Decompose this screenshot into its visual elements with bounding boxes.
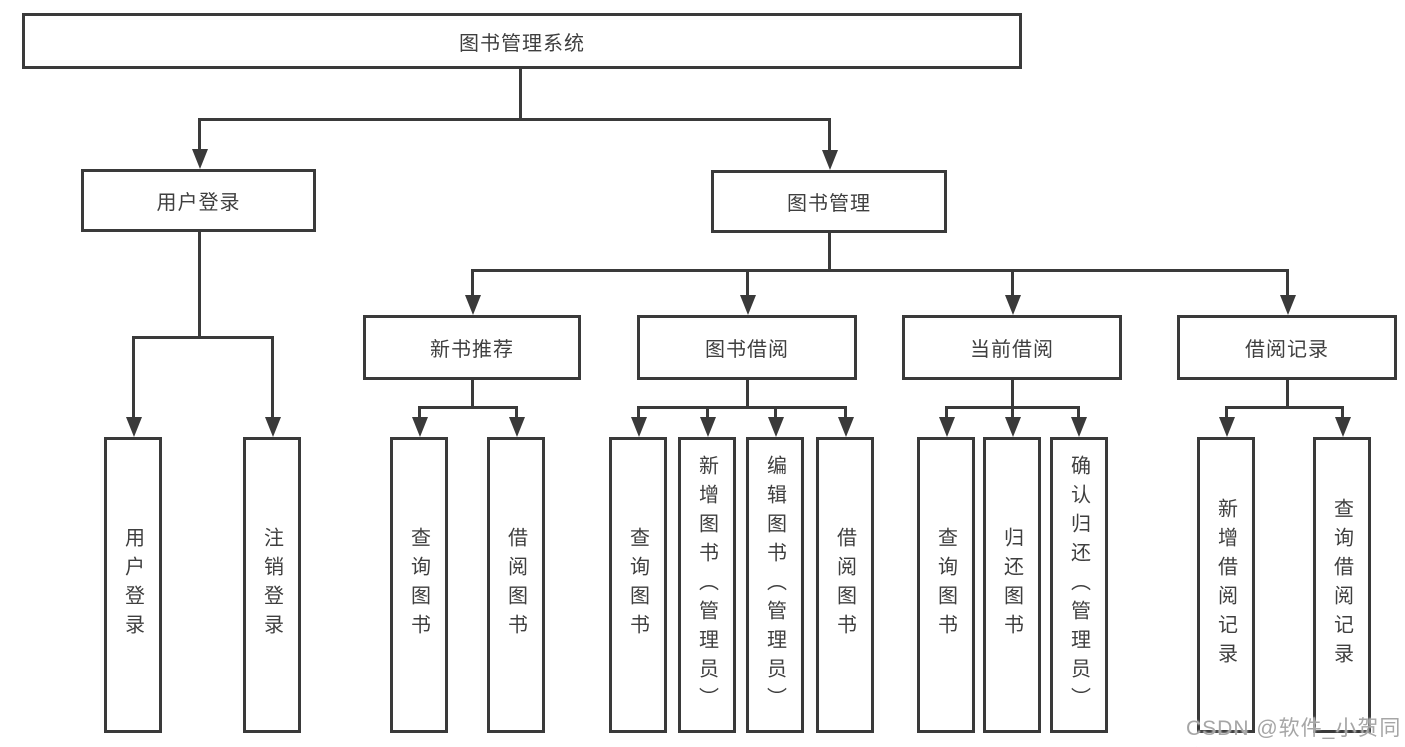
connector — [1286, 380, 1289, 408]
arrow-down-icon — [1219, 417, 1235, 437]
node-new-book-recommend: 新书推荐 — [363, 315, 581, 380]
connector — [746, 380, 749, 408]
arrow-down-icon — [126, 417, 142, 437]
leaf-query-borrow-record-label: 查询借阅记录 — [1330, 498, 1353, 672]
arrow-down-icon — [1005, 417, 1021, 437]
connector — [945, 406, 948, 419]
connector — [198, 118, 831, 121]
arrow-down-icon — [740, 295, 756, 315]
connector — [1225, 406, 1228, 419]
leaf-return-book: 归还图书 — [983, 437, 1041, 733]
connector — [828, 233, 831, 271]
connector — [706, 406, 709, 419]
leaf-add-borrow-record-label: 新增借阅记录 — [1214, 498, 1237, 672]
leaf-logout: 注销登录 — [243, 437, 301, 733]
leaf-query-borrow-record: 查询借阅记录 — [1313, 437, 1371, 733]
leaf-query-book-current: 查询图书 — [917, 437, 975, 733]
connector — [1011, 406, 1014, 419]
connector — [132, 336, 135, 419]
arrow-down-icon — [1005, 295, 1021, 315]
arrow-down-icon — [265, 417, 281, 437]
node-current-borrow: 当前借阅 — [902, 315, 1122, 380]
arrow-down-icon — [412, 417, 428, 437]
leaf-confirm-return-admin-label: 确认归还（管理员） — [1067, 454, 1090, 716]
connector — [774, 406, 777, 419]
leaf-user-login: 用户登录 — [104, 437, 162, 733]
leaf-add-book-admin: 新增图书（管理员） — [678, 437, 736, 733]
leaf-confirm-return-admin: 确认归还（管理员） — [1050, 437, 1108, 733]
arrow-down-icon — [1071, 417, 1087, 437]
connector — [1011, 380, 1014, 408]
arrow-down-icon — [939, 417, 955, 437]
connector — [1341, 406, 1344, 419]
leaf-borrow-book-recommend-label: 借阅图书 — [504, 527, 527, 643]
node-user-login-label: 用户登录 — [156, 192, 241, 214]
leaf-query-book-borrow-label: 查询图书 — [626, 527, 649, 643]
node-new-book-recommend-label: 新书推荐 — [430, 339, 514, 361]
leaf-add-book-admin-label: 新增图书（管理员） — [695, 454, 718, 716]
connector — [1011, 269, 1014, 297]
arrow-down-icon — [1280, 295, 1296, 315]
leaf-edit-book-admin: 编辑图书（管理员） — [746, 437, 804, 733]
arrow-down-icon — [822, 150, 838, 170]
arrow-down-icon — [631, 417, 647, 437]
connector — [746, 269, 749, 297]
connector — [471, 269, 474, 297]
node-root: 图书管理系统 — [22, 13, 1022, 69]
connector — [132, 336, 274, 339]
arrow-down-icon — [700, 417, 716, 437]
connector — [637, 406, 847, 409]
node-book-management-label: 图书管理 — [787, 193, 871, 215]
connector — [1225, 406, 1344, 409]
connector — [198, 232, 201, 336]
leaf-user-login-label: 用户登录 — [121, 527, 144, 643]
connector — [418, 406, 421, 419]
leaf-logout-label: 注销登录 — [260, 527, 283, 643]
node-borrow-records: 借阅记录 — [1177, 315, 1397, 380]
leaf-add-borrow-record: 新增借阅记录 — [1197, 437, 1255, 733]
leaf-return-book-label: 归还图书 — [1000, 527, 1023, 643]
connector — [515, 406, 518, 419]
connector — [271, 336, 274, 419]
connector — [471, 380, 474, 408]
arrow-down-icon — [509, 417, 525, 437]
connector — [1077, 406, 1080, 419]
node-book-borrow: 图书借阅 — [637, 315, 857, 380]
connector — [519, 67, 522, 120]
arrow-down-icon — [192, 149, 208, 169]
node-user-login: 用户登录 — [81, 169, 316, 232]
arrow-down-icon — [768, 417, 784, 437]
connector — [828, 118, 831, 151]
watermark: CSDN @软件_小贺同学 — [1186, 717, 1402, 740]
leaf-query-book-recommend: 查询图书 — [390, 437, 448, 733]
arrow-down-icon — [465, 295, 481, 315]
connector — [637, 406, 640, 419]
leaf-edit-book-admin-label: 编辑图书（管理员） — [763, 454, 786, 716]
node-book-management: 图书管理 — [711, 170, 947, 233]
arrow-down-icon — [1335, 417, 1351, 437]
connector — [418, 406, 518, 409]
node-book-borrow-label: 图书借阅 — [705, 339, 789, 361]
leaf-query-book-current-label: 查询图书 — [934, 527, 957, 643]
leaf-query-book-recommend-label: 查询图书 — [407, 527, 430, 643]
leaf-query-book-borrow: 查询图书 — [609, 437, 667, 733]
connector — [471, 269, 1288, 272]
connector — [1286, 269, 1289, 297]
leaf-borrow-book: 借阅图书 — [816, 437, 874, 733]
connector — [844, 406, 847, 419]
leaf-borrow-book-recommend: 借阅图书 — [487, 437, 545, 733]
node-borrow-records-label: 借阅记录 — [1245, 339, 1329, 361]
node-root-label: 图书管理系统 — [459, 32, 585, 55]
leaf-borrow-book-label: 借阅图书 — [833, 527, 856, 643]
arrow-down-icon — [838, 417, 854, 437]
node-current-borrow-label: 当前借阅 — [970, 339, 1054, 361]
connector — [198, 118, 201, 151]
